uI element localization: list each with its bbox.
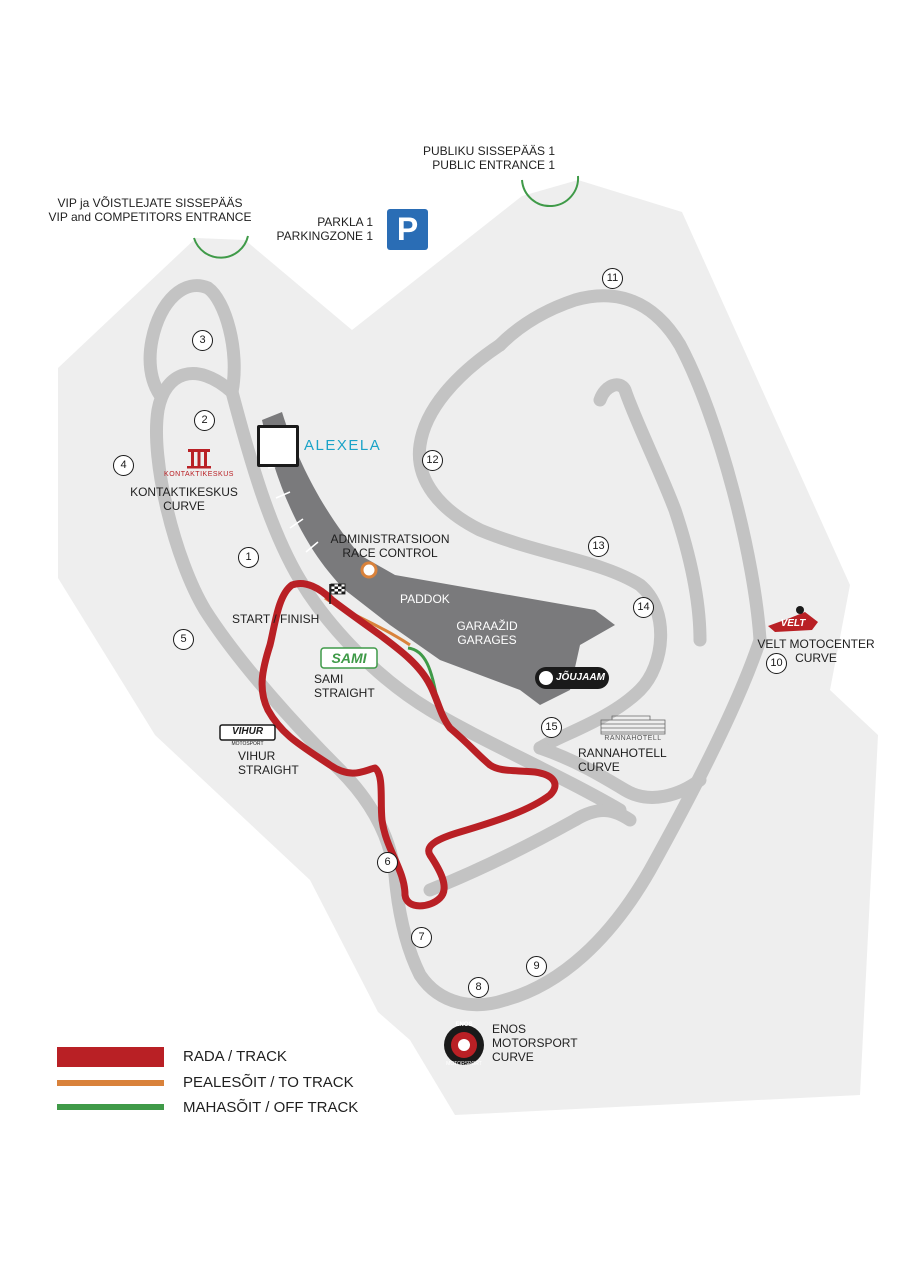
- parking-label-en: PARKINGZONE 1: [276, 229, 373, 243]
- link-road-east: [533, 741, 707, 804]
- link-road-south: [423, 804, 637, 897]
- velt-curve-label: VELT MOTOCENTER CURVE: [756, 637, 876, 665]
- rannahotell-curve-label: RANNAHOTELL CURVE: [578, 746, 667, 774]
- parking-sign-icon: P: [387, 209, 428, 250]
- corner-8: 8: [468, 977, 489, 998]
- vip-entrance-en: VIP and COMPETITORS ENTRANCE: [48, 210, 252, 224]
- corner-11: 11: [602, 268, 623, 289]
- velt-line2: CURVE: [795, 651, 837, 665]
- garages-et: GARAAŽID: [456, 619, 518, 633]
- joujaam-logo-text: JÕUJAAM: [556, 672, 605, 683]
- inner-loop-road: [412, 338, 668, 755]
- legend-track-label: RADA / TRACK: [183, 1048, 287, 1065]
- sami-straight-label: SAMI STRAIGHT: [314, 672, 375, 700]
- perimeter-road-west: [149, 367, 767, 1012]
- north-hairpin-road: [593, 378, 707, 647]
- corner-13: 13: [588, 536, 609, 557]
- race-track: [258, 580, 559, 910]
- corner-3: 3: [192, 330, 213, 351]
- corner-14: 14: [633, 597, 654, 618]
- corner-6: 6: [377, 852, 398, 873]
- vip-entrance-et: VIP ja VÕISTLEJATE SISSEPÄÄS: [57, 196, 243, 210]
- joujaam-logo-icon: [535, 667, 609, 689]
- corner-10: 10: [766, 653, 787, 674]
- public-entrance-arc: [521, 175, 580, 207]
- corner-1: 1: [238, 547, 259, 568]
- kontaktikeskus-line2: CURVE: [163, 499, 205, 513]
- legend-swatch-off-track: [57, 1104, 164, 1110]
- kontaktikeskus-curve-label: KONTAKTIKESKUS CURVE: [124, 485, 244, 513]
- vihur-logo-subtext: MOTOSPORT: [231, 741, 264, 747]
- corner-9: 9: [526, 956, 547, 977]
- enos-logo-text: ENOS: [455, 1022, 473, 1028]
- vihur-logo-icon: [219, 724, 276, 741]
- sami-line1: SAMI: [314, 672, 344, 686]
- perimeter-road-east: [493, 289, 767, 647]
- race-control-en: RACE CONTROL: [342, 546, 438, 560]
- vihur-line1: VIHUR: [238, 749, 276, 763]
- fuel-station-box: [257, 425, 299, 467]
- sami-line2: STRAIGHT: [314, 686, 375, 700]
- start-finish-label: START / FINISH: [232, 612, 320, 626]
- velt-logo-text: VELT: [780, 618, 806, 629]
- paddock-area: [262, 412, 615, 705]
- race-control-et: ADMINISTRATSIOON: [330, 532, 450, 546]
- enos-line3: CURVE: [492, 1050, 534, 1064]
- rannahotell-line2: CURVE: [578, 760, 620, 774]
- legend-swatch-to-track: [57, 1080, 164, 1086]
- legend-swatch-track: [57, 1047, 164, 1067]
- rannahotell-line1: RANNAHOTELL: [578, 746, 667, 760]
- velt-logo-icon: [768, 606, 818, 632]
- kontaktikeskus-logo-text: KONTAKTIKESKUS: [164, 471, 234, 478]
- upper-left-road: [143, 279, 241, 402]
- race-control-label: ADMINISTRATSIOON RACE CONTROL: [330, 532, 450, 560]
- parking-label: PARKLA 1 PARKINGZONE 1: [270, 215, 373, 243]
- kontaktikeskus-line1: KONTAKTIKESKUS: [130, 485, 238, 499]
- enos-logo-subtext: MOTORSPORT: [446, 1061, 482, 1067]
- vip-entrance-label: VIP ja VÕISTLEJATE SISSEPÄÄS VIP and COM…: [40, 196, 260, 224]
- paddock-label: PADDOK: [400, 592, 450, 606]
- rannahotell-logo-text: RANNAHOTELL: [604, 735, 662, 742]
- enos-logo-icon: [444, 1025, 484, 1065]
- corner-2: 2: [194, 410, 215, 431]
- kontaktikeskus-logo-icon: [187, 449, 211, 469]
- alexela-brand: ALEXELA: [304, 437, 382, 454]
- corner-5: 5: [173, 629, 194, 650]
- enos-line1: ENOS: [492, 1022, 527, 1036]
- corner-4: 4: [113, 455, 134, 476]
- velt-line1: VELT MOTOCENTER: [757, 637, 875, 651]
- vihur-line2: STRAIGHT: [238, 763, 299, 777]
- public-entrance-en: PUBLIC ENTRANCE 1: [432, 158, 555, 172]
- corner-12: 12: [422, 450, 443, 471]
- sami-logo-icon: [320, 647, 378, 669]
- start-finish-flag: [329, 583, 346, 604]
- sami-logo-text: SAMI: [331, 650, 367, 666]
- rannahotell-logo-icon: [600, 715, 666, 735]
- garages-label: GARAAŽID GARAGES: [447, 619, 527, 647]
- corner-15: 15: [541, 717, 562, 738]
- enos-curve-label: ENOS MOTORSPORT CURVE: [492, 1022, 578, 1064]
- enos-line2: MOTORSPORT: [492, 1036, 578, 1050]
- legend-to-track-label: PEALESÕIT / TO TRACK: [183, 1074, 354, 1091]
- garages-en: GARAGES: [457, 633, 517, 647]
- vip-entrance-arc: [193, 235, 249, 259]
- legend-off-track-label: MAHASÕIT / OFF TRACK: [183, 1099, 359, 1116]
- public-entrance-label: PUBLIKU SISSEPÄÄS 1 PUBLIC ENTRANCE 1: [410, 144, 555, 172]
- corner-7: 7: [411, 927, 432, 948]
- race-control-marker: [360, 561, 378, 579]
- vihur-logo-text: VIHUR: [231, 726, 264, 737]
- vihur-straight-label: VIHUR STRAIGHT: [238, 749, 299, 777]
- parking-label-et: PARKLA 1: [317, 215, 373, 229]
- public-entrance-et: PUBLIKU SISSEPÄÄS 1: [422, 144, 555, 158]
